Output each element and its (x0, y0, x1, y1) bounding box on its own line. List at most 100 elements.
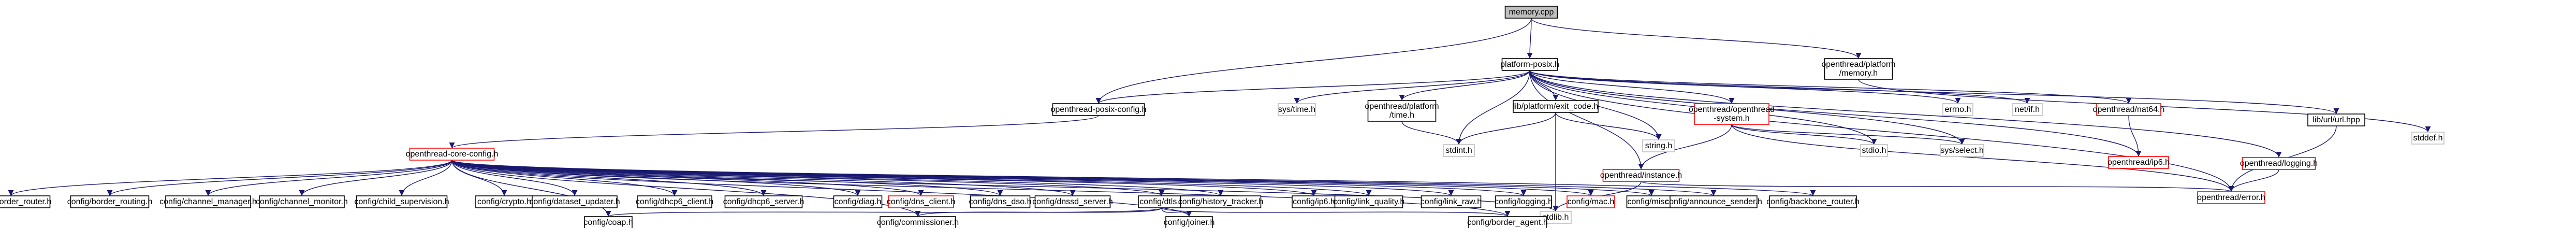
node-label: sys/select.h (1940, 146, 1984, 155)
node-cfg-ip6[interactable]: config/ip6.h (1292, 195, 1336, 208)
node-ot-platform-time[interactable]: openthread/platform/time.h (1365, 100, 1439, 122)
node-box (532, 195, 618, 208)
node-cfg-dataset-updater[interactable]: config/dataset_updater.h (529, 195, 620, 208)
edge-core-config-to-cfg-history-tracker (451, 160, 1224, 196)
node-platform-posix[interactable]: platform-posix.h (1500, 58, 1559, 71)
node-label: config/dataset_updater.h (529, 197, 620, 206)
node-box (356, 195, 448, 208)
node-cfg-dns-client[interactable]: config/dns_client.h (887, 195, 956, 208)
node-box (2108, 156, 2169, 169)
node-ot-instance[interactable]: openthread/instance.h (1600, 169, 1682, 182)
edge-arrow (2228, 169, 2279, 192)
node-ot-system[interactable]: openthread/openthread-system.h (1689, 103, 1775, 125)
edge-arrow (1294, 70, 1530, 104)
node-cfg-history-tracker[interactable]: config/history_tracker.h (1178, 195, 1264, 208)
node-cfg-border-agent[interactable]: config/border_agent.h (1467, 216, 1548, 228)
node-cfg-logging[interactable]: config/logging.h (1495, 195, 1553, 208)
node-lib-exit-code[interactable]: lib/platform/exit_code.h (1513, 100, 1599, 113)
node-box (888, 195, 954, 208)
node-box (70, 195, 150, 208)
edge-arrow (1731, 124, 1965, 145)
node-stddef: stddef.h (2411, 132, 2445, 145)
edge-arrow (1731, 124, 2234, 192)
node-cfg-diag[interactable]: config/diag.h (833, 195, 883, 208)
node-cfg-joiner[interactable]: config/joiner.h (1164, 216, 1215, 228)
edge-layer (8, 18, 2431, 217)
edge-platform-posix-to-ot-logging (1529, 70, 2282, 158)
node-cfg-border-routing[interactable]: config/border_routing.h (67, 195, 153, 208)
node-label: config/announce_sender.h (1665, 197, 1762, 206)
node-label: config/mac.h (1568, 197, 1615, 206)
node-label: config/channel_monitor.h (256, 197, 348, 206)
node-box (1180, 195, 1262, 208)
node-box (1334, 195, 1403, 208)
edge-platform-posix-to-net-if (1529, 70, 2030, 104)
edge-ot-logging-to-ot-error (2228, 169, 2279, 192)
edge-platform-posix-to-ot-system (1529, 70, 1735, 104)
edge-ot-instance-to-ot-error (1641, 181, 2234, 192)
node-cfg-dns-dso[interactable]: config/dns_dso.h (969, 195, 1032, 208)
node-ot-logging[interactable]: openthread/logging.h (2240, 157, 2318, 170)
node-cfg-commissioner[interactable]: config/commissioner.h (877, 216, 959, 228)
node-box (724, 195, 803, 208)
edge-platform-posix-to-sys-time (1294, 70, 1530, 104)
node-cfg-dhcp6-client[interactable]: config/dhcp6_client.h (636, 195, 713, 208)
edge-arrow (449, 115, 1099, 149)
edge-platform-posix-to-ot-ip6 (1529, 70, 2142, 157)
node-ot-platform-memory[interactable]: openthread/platform/memory.h (1821, 58, 1896, 80)
edge-memory-to-ot-platform-memory (1531, 18, 1862, 59)
node-box (1670, 195, 1758, 208)
node-cfg-child-supervision[interactable]: config/child_supervision.h (354, 195, 449, 208)
node-ot-posix-config[interactable]: openthread-posix-config.h (1050, 103, 1147, 116)
node-label: config/dns_dso.h (969, 197, 1032, 206)
node-ot-ip6[interactable]: openthread/ip6.h (2107, 156, 2170, 169)
edge-ot-system-to-ot-instance (1638, 124, 1732, 170)
node-label: config/joiner.h (1164, 218, 1215, 227)
node-memory[interactable]: memory.cpp (1504, 6, 1558, 19)
node-box (1443, 144, 1475, 157)
node-cfg-crypto[interactable]: config/crypto.h (475, 195, 533, 208)
node-lib-url[interactable]: lib/url/url.hpp (2307, 113, 2365, 126)
edge-arrow (1456, 70, 1530, 145)
node-cfg-dhcp6-server[interactable]: config/dhcp6_server.h (723, 195, 804, 208)
node-box (409, 148, 495, 161)
node-label: string.h (1645, 141, 1672, 150)
node-label: platform-posix.h (1500, 60, 1559, 69)
edge-core-config-to-cfg-dhcp6-server (451, 160, 767, 196)
node-cfg-dnssd-server[interactable]: config/dnssd_server.h (1032, 195, 1113, 208)
node-label: config/border_agent.h (1467, 218, 1548, 227)
edge-core-config-to-cfg-dnssd-server (451, 160, 1076, 196)
edge-platform-posix-to-ot-instance (1529, 70, 1644, 170)
edge-ot-nat64-to-ot-ip6 (2128, 115, 2142, 157)
edge-core-config-to-cfg-child-supervision (399, 160, 452, 196)
node-ot-error[interactable]: openthread/error.h (2197, 191, 2265, 204)
node-cfg-link-raw[interactable]: config/link_raw.h (1421, 195, 1482, 208)
node-ot-nat64[interactable]: openthread/nat64.h (2093, 103, 2165, 116)
edge-arrow (1399, 70, 1530, 101)
node-cfg-coap[interactable]: config/coap.h (583, 216, 633, 228)
edge-arrow (2128, 115, 2142, 157)
node-string: string.h (1642, 139, 1675, 152)
node-cfg-misc[interactable]: config/misc.h (1626, 195, 1677, 208)
node-label: /time.h (1389, 111, 1414, 120)
node-box (1501, 58, 1558, 71)
node-cfg-backbone-router[interactable]: config/backbone_router.h (1766, 195, 1860, 208)
node-cfg-link-quality[interactable]: config/link_quality.h (1333, 195, 1404, 208)
node-box (1567, 195, 1615, 208)
node-cfg-announce-sender[interactable]: config/announce_sender.h (1665, 195, 1762, 208)
edge-arrow (1638, 124, 1732, 170)
edge-arrow (1529, 70, 2234, 192)
node-core-config[interactable]: openthread-core-config.h (406, 148, 499, 161)
node-label: config/backbone_router.h (1766, 197, 1860, 206)
node-cfg-border-router[interactable]: config/border_router.h (0, 195, 51, 208)
node-label: stdio.h (1862, 146, 1886, 155)
edge-arrow (1095, 70, 1530, 104)
edge-arrow (1527, 18, 1533, 59)
node-cfg-channel-monitor[interactable]: config/channel_monitor.h (256, 195, 348, 208)
node-layer: memory.cpp platform-posix.h openthread/pla… (0, 6, 2445, 228)
node-box (1367, 100, 1437, 122)
node-cfg-channel-manager[interactable]: config/channel_manager.h (159, 195, 257, 208)
edge-cfg-dtls-to-cfg-joiner (1161, 207, 1192, 217)
node-cfg-mac[interactable]: config/mac.h (1567, 195, 1615, 208)
